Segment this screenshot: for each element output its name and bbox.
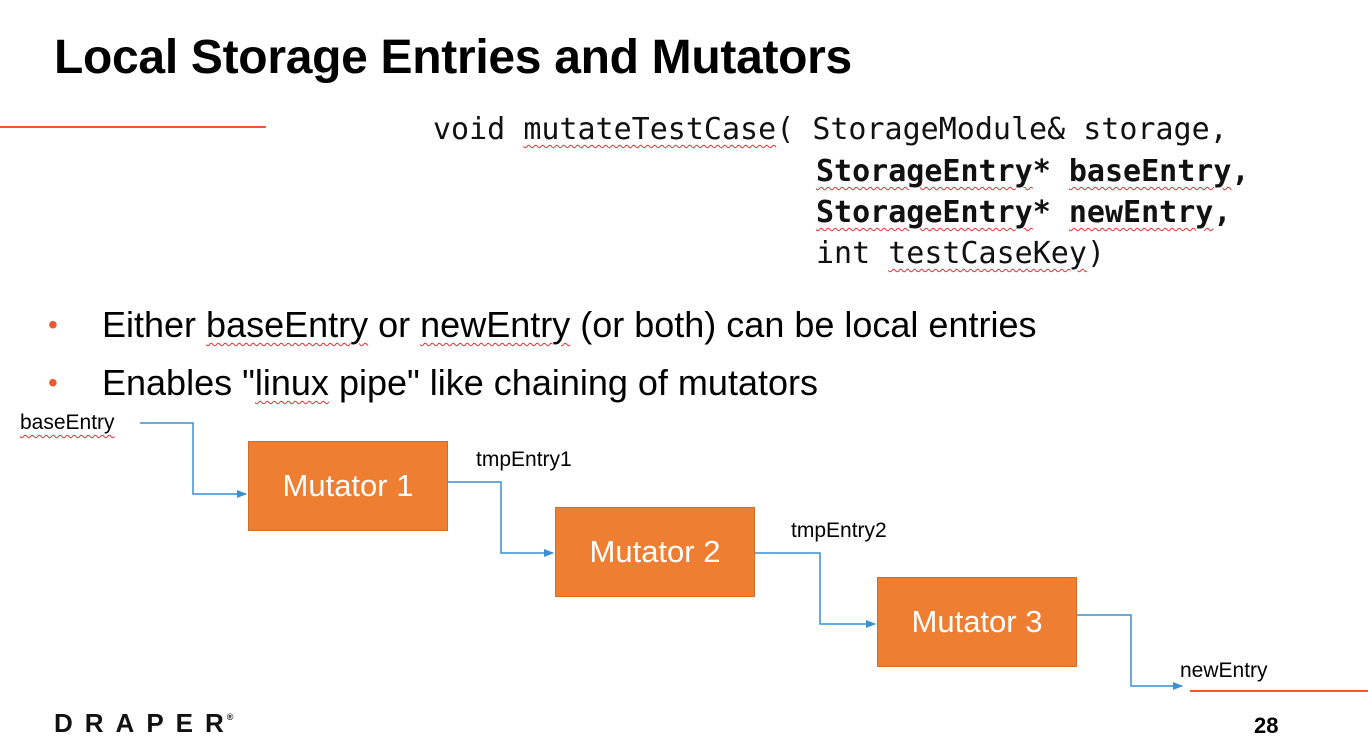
code-comma: , — [1231, 154, 1250, 189]
bullet-text: Either baseEntry or newEntry (or both) c… — [102, 304, 1037, 345]
label-tmpentry1: tmpEntry1 — [476, 448, 572, 471]
registered-mark: ® — [226, 711, 234, 722]
code-comma: , — [1213, 195, 1232, 230]
mutator-1-box: Mutator 1 — [248, 441, 448, 531]
label-baseentry: baseEntry — [20, 411, 115, 434]
mutator-3-box: Mutator 3 — [877, 577, 1077, 667]
footer-accent-rule — [1190, 690, 1368, 692]
arrow-mutator-2-to-3 — [755, 552, 876, 628]
code-line-3: StorageEntry* newEntry, — [816, 195, 1231, 230]
code-keyword-int: int — [816, 236, 889, 271]
mutator-2-box: Mutator 2 — [555, 507, 755, 597]
label-newentry: newEntry — [1180, 659, 1268, 682]
slide-title: Local Storage Entries and Mutators — [54, 31, 852, 84]
title-accent-rule — [0, 126, 266, 128]
code-function-name: mutateTestCase — [523, 112, 777, 147]
bullet-list: • Either baseEntry or newEntry (or both)… — [48, 296, 1036, 412]
draper-logo: DRAPER ® — [54, 708, 233, 739]
code-line-1: void mutateTestCase( StorageModule& stor… — [433, 112, 1228, 147]
code-type-storageentry: StorageEntry — [816, 195, 1033, 230]
bullet-marker: • — [48, 367, 58, 398]
code-pointer: * — [1032, 154, 1069, 189]
code-keyword-void: void — [433, 112, 524, 147]
arrow-mutator-3-to-new — [1077, 614, 1183, 690]
arrow-mutator-1-to-2 — [448, 481, 554, 557]
page-number: 28 — [1254, 713, 1279, 738]
label-tmpentry2: tmpEntry2 — [791, 519, 887, 542]
code-param-baseentry: baseEntry — [1068, 154, 1232, 189]
code-pointer: * — [1032, 195, 1069, 230]
code-close-paren: ) — [1086, 236, 1105, 271]
bullet-item: • Either baseEntry or newEntry (or both)… — [48, 296, 1036, 354]
arrow-base-to-mutator-1 — [140, 422, 247, 498]
code-param-storage: & storage, — [1047, 112, 1228, 147]
logo-wordmark: DRAPER — [54, 708, 236, 738]
code-type-storageentry: StorageEntry — [816, 154, 1033, 189]
bullet-marker: • — [48, 309, 58, 340]
code-param-newentry: newEntry — [1068, 195, 1214, 230]
bullet-text: Enables "linux pipe" like chaining of mu… — [102, 362, 818, 403]
code-open-paren: ( — [776, 112, 813, 147]
code-line-4: int testCaseKey) — [816, 236, 1105, 271]
code-line-2: StorageEntry* baseEntry, — [816, 154, 1250, 189]
code-type-storagemodule: StorageModule — [812, 112, 1048, 147]
code-param-testcasekey: testCaseKey — [888, 236, 1087, 271]
bullet-item: • Enables "linux pipe" like chaining of … — [48, 354, 1036, 412]
